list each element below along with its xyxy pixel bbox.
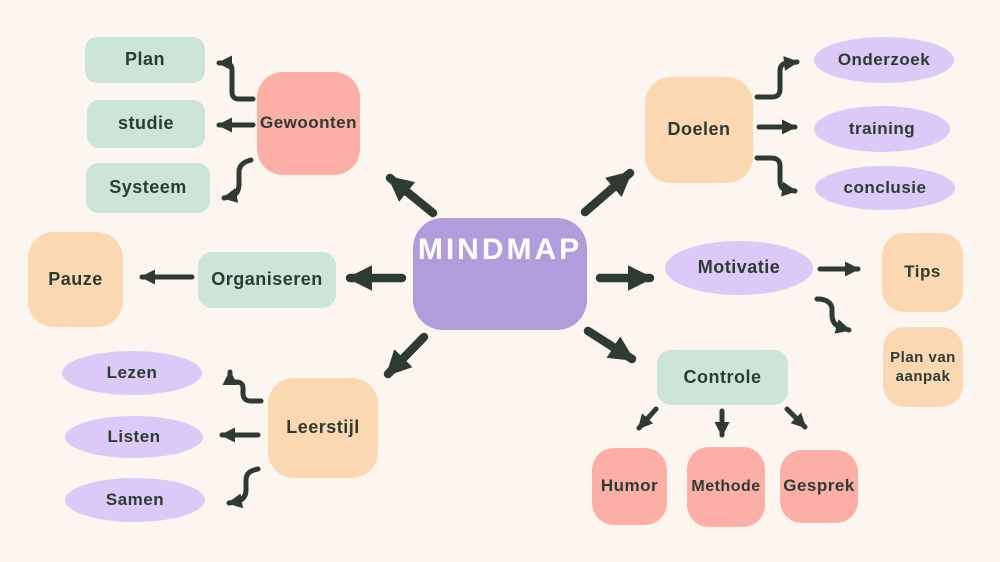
arrow-gewoonten-to-systeem [221, 157, 254, 203]
node-mindmap-center[interactable]: MINDMAP [413, 218, 587, 330]
node-conclusie-label: conclusie [843, 177, 927, 197]
node-humor-label: Humor [600, 476, 659, 496]
node-listen-label: Listen [107, 426, 161, 446]
node-methode-label: Methode [691, 478, 761, 496]
arrow-doelen-to-conclusie [754, 155, 798, 197]
node-studie[interactable]: studie [87, 100, 205, 148]
node-mindmap-label: MINDMAP [417, 233, 583, 266]
arrow-center-to-leerstijl [383, 332, 429, 379]
node-controle-label: Controle [683, 366, 762, 387]
arrow-controle-to-gesprek [784, 406, 808, 430]
node-training-label: training [848, 118, 916, 138]
node-listen[interactable]: Listen [65, 416, 203, 458]
node-pauze-label: Pauze [48, 268, 103, 289]
node-plan-label: Plan [124, 49, 165, 70]
node-motivatie-label: Motivatie [697, 257, 781, 278]
arrow-controle-to-humor [636, 406, 659, 431]
node-motivatie[interactable]: Motivatie [665, 241, 813, 295]
node-lezen-label: Lezen [106, 362, 158, 382]
node-humor[interactable]: Humor [592, 448, 667, 525]
node-lezen[interactable]: Lezen [62, 351, 202, 395]
node-leerstijl-label: Leerstijl [286, 417, 360, 438]
node-gewoonten-label: Gewoonten [259, 113, 358, 133]
node-gewoonten[interactable]: Gewoonten [257, 72, 360, 175]
node-doelen[interactable]: Doelen [645, 77, 753, 183]
node-training[interactable]: training [814, 106, 950, 152]
arrow-leerstijl-to-lezen [222, 369, 264, 404]
node-systeem-label: Systeem [109, 177, 187, 198]
node-tips[interactable]: Tips [882, 233, 963, 312]
arrow-doelen-to-onderzoek [754, 55, 800, 100]
node-methode[interactable]: Methode [687, 447, 765, 527]
arrow-center-to-doelen [580, 168, 635, 217]
arrow-gewoonten-to-plan [216, 55, 256, 102]
node-samen[interactable]: Samen [65, 478, 205, 522]
node-pauze[interactable]: Pauze [28, 232, 123, 327]
arrow-leerstijl-to-samen [226, 466, 261, 509]
arrow-center-to-gewoonten [385, 173, 438, 218]
arrow-center-to-controle [583, 326, 637, 364]
node-controle[interactable]: Controle [657, 350, 788, 405]
node-studie-label: studie [117, 113, 174, 134]
node-doelen-label: Doelen [667, 119, 731, 140]
node-tips-label: Tips [904, 262, 941, 282]
node-onderzoek-label: Onderzoek [837, 49, 931, 69]
node-samen-label: Samen [105, 489, 165, 509]
node-onderzoek[interactable]: Onderzoek [814, 37, 954, 83]
node-organiseren-label: Organiseren [211, 269, 323, 290]
node-organiseren[interactable]: Organiseren [198, 252, 336, 308]
node-plan-van-aanpak[interactable]: Plan van aanpak [883, 327, 963, 407]
node-plan-van-aanpak-label: Plan van aanpak [890, 348, 956, 386]
node-gesprek-label: Gesprek [783, 476, 855, 496]
node-gesprek[interactable]: Gesprek [780, 450, 858, 523]
node-plan[interactable]: Plan [85, 37, 205, 83]
arrow-motivatie-to-plan-van-aanpak [814, 296, 852, 334]
node-leerstijl[interactable]: Leerstijl [268, 378, 378, 478]
node-systeem[interactable]: Systeem [86, 163, 210, 213]
node-conclusie[interactable]: conclusie [815, 166, 955, 210]
